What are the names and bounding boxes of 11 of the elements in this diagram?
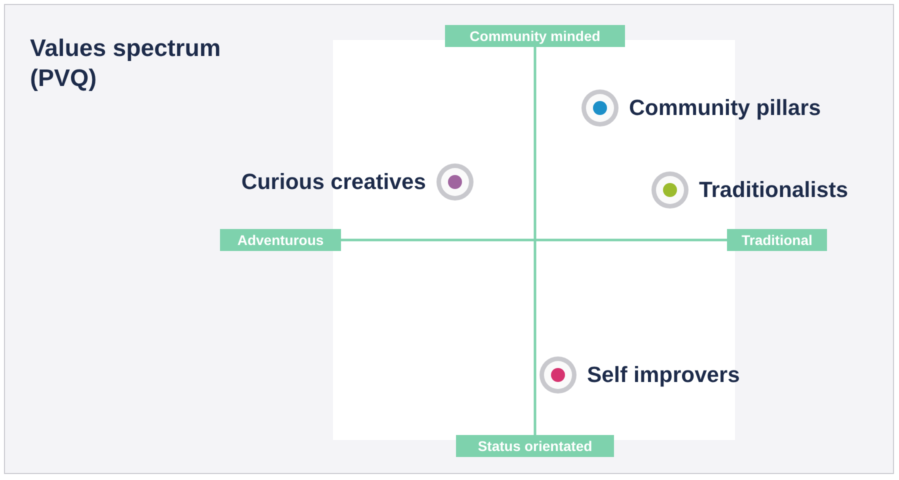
axis-label: Status orientated (456, 435, 614, 457)
point-label: Self improvers (587, 362, 740, 388)
axis-label: Community minded (445, 25, 625, 47)
axis-line (534, 47, 536, 435)
axis-label: Traditional (727, 229, 827, 251)
point-label: Community pillars (629, 95, 821, 121)
axis-label: Adventurous (220, 229, 341, 251)
point-label: Traditionalists (699, 177, 848, 203)
point-label: Curious creatives (241, 169, 426, 195)
chart-title: Values spectrum (PVQ) (30, 34, 222, 94)
axis-line (341, 238, 727, 242)
